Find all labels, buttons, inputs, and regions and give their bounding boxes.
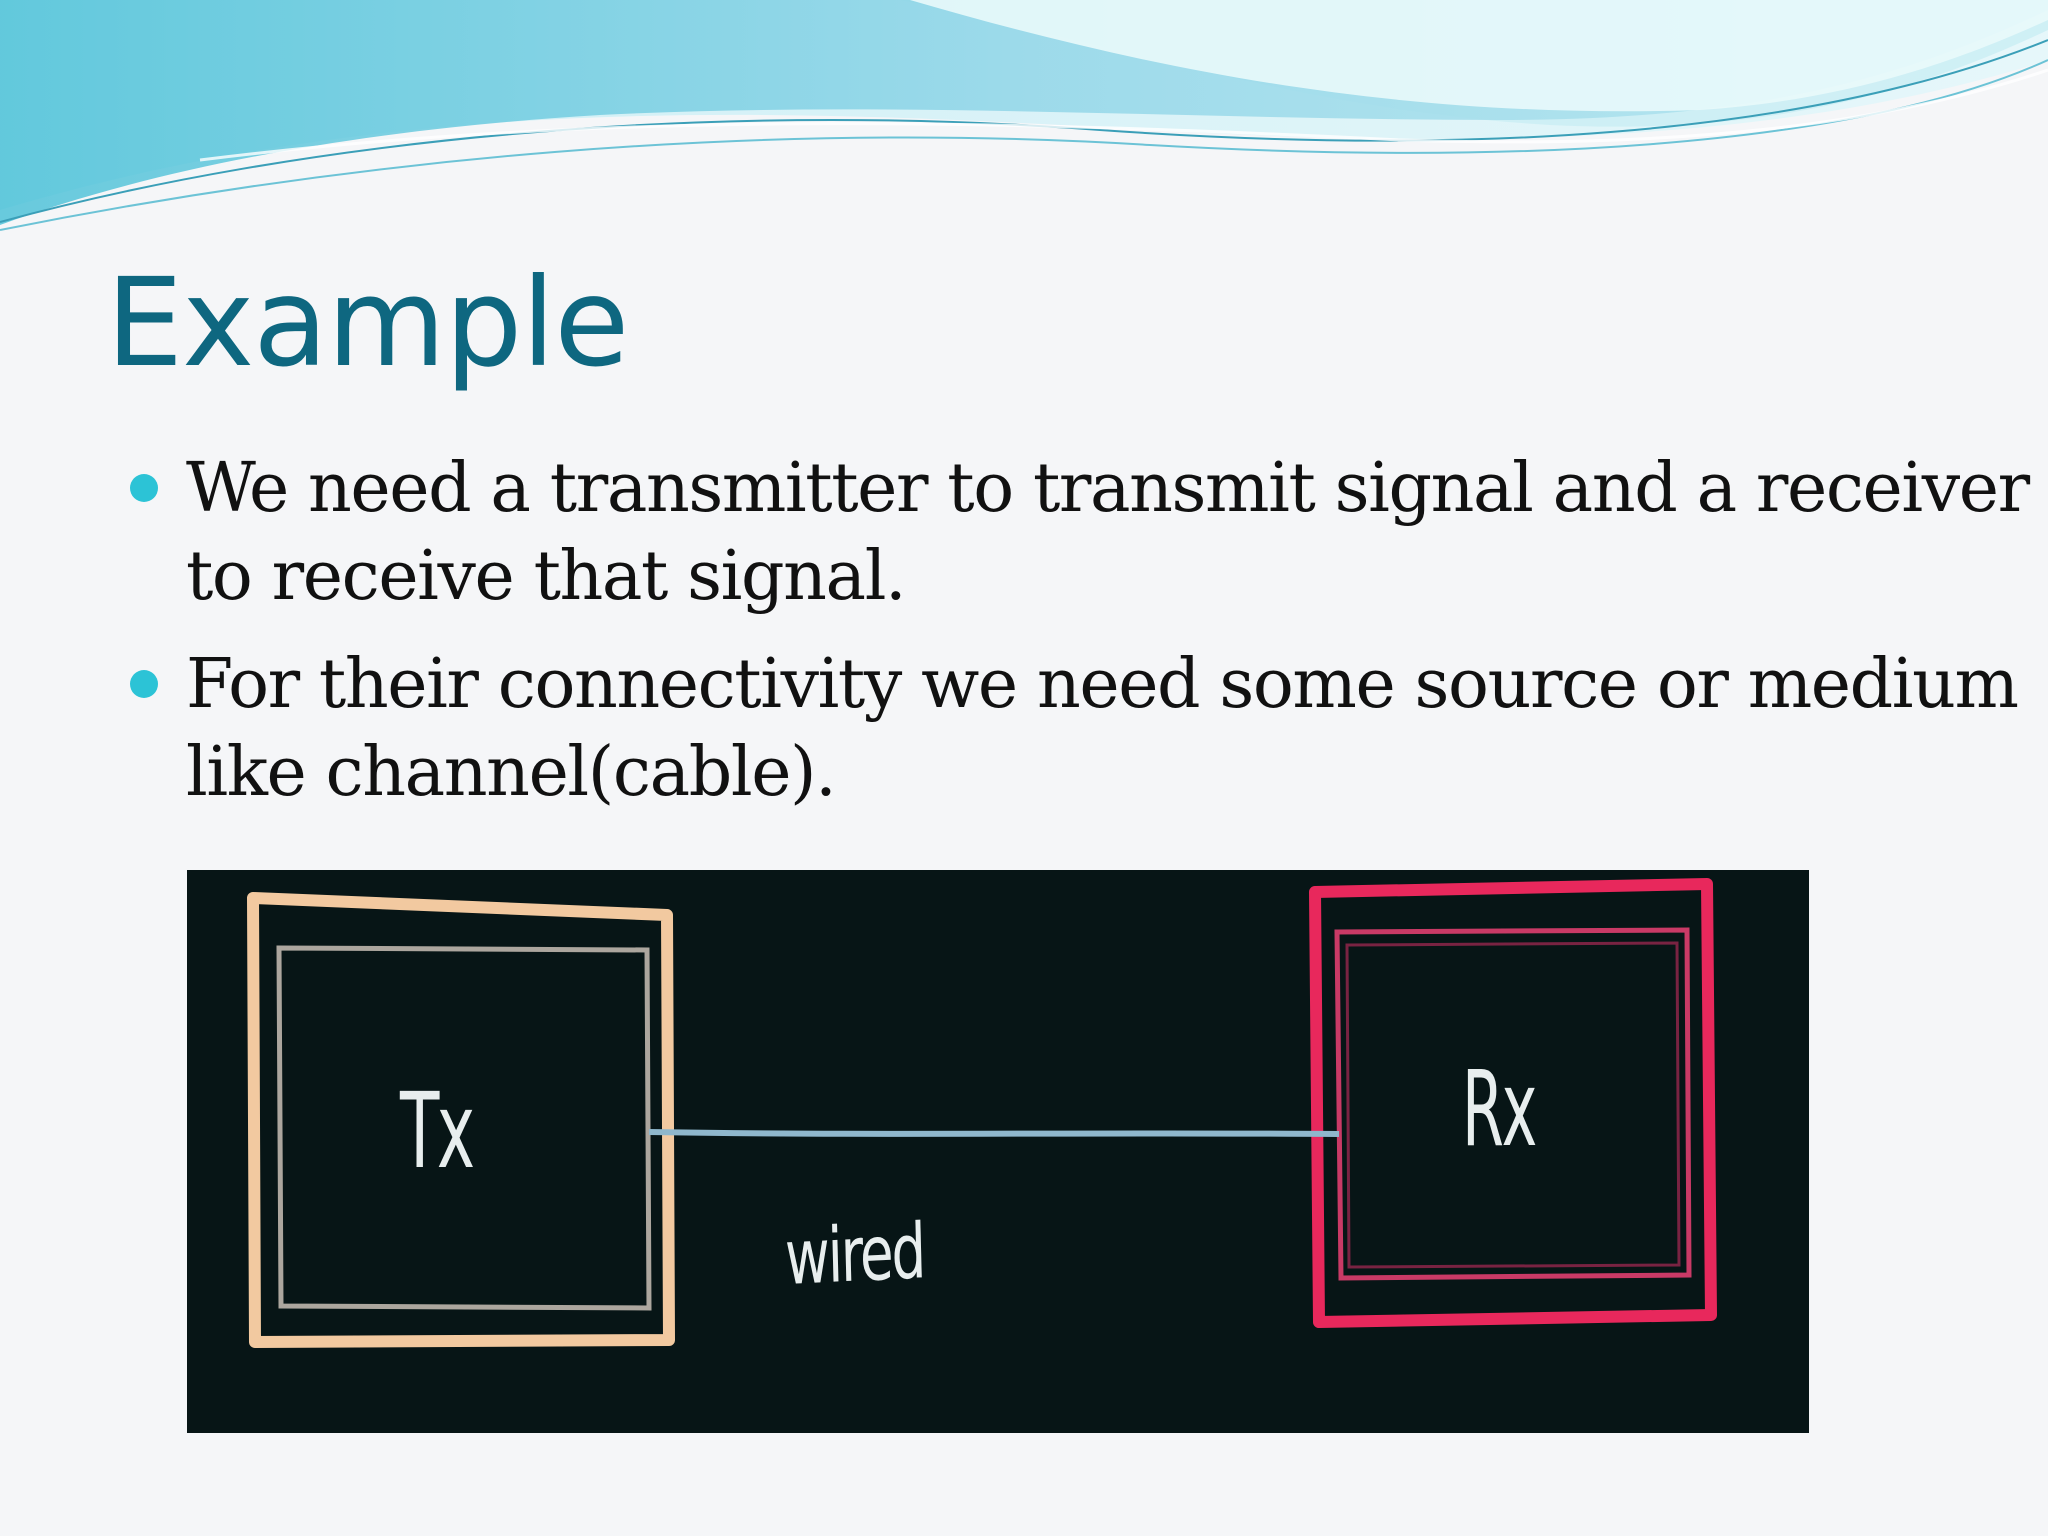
tx-rx-diagram: Tx Rx wired (187, 870, 1809, 1433)
wired-link-label: wired (784, 1206, 926, 1302)
transmitter-box-inner (276, 945, 652, 1311)
receiver-box-inner-2 (1345, 941, 1681, 1269)
header-wave-decoration (0, 0, 2048, 231)
transmitter-label: Tx (400, 1070, 475, 1192)
bullet-text-line: For their connectivity we need some sour… (186, 645, 2019, 724)
bullet-text-line: to receive that signal. (186, 537, 907, 616)
bullet-text-line: like channel(cable). (186, 733, 837, 812)
wave-line-2 (0, 59, 2048, 231)
slide-title: Example (106, 252, 629, 394)
bullet-item: We need a transmitter to transmit signal… (130, 445, 2030, 621)
wave-line-3 (199, 68, 2048, 162)
receiver-box-outer (1309, 878, 1717, 1328)
receiver-box-inner (1334, 927, 1692, 1281)
receiver-label: Rx (1462, 1048, 1537, 1170)
wire-link (648, 1129, 1340, 1137)
bullet-list: We need a transmitter to transmit signal… (130, 445, 2030, 837)
bullet-dot-icon (130, 670, 158, 698)
bullet-item: For their connectivity we need some sour… (130, 641, 2019, 817)
wave-line-1 (0, 39, 2048, 223)
bullet-dot-icon (130, 474, 158, 502)
transmitter-box-outer (247, 892, 675, 1348)
bullet-text-line: We need a transmitter to transmit signal… (186, 449, 2030, 528)
wave-highlight (910, 0, 2048, 112)
diagram-drawing (247, 878, 1717, 1348)
